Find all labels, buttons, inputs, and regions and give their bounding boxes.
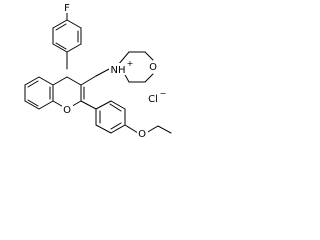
fluorine-atom-label: F xyxy=(64,3,70,14)
morpholine-oxygen-label: O xyxy=(149,62,157,73)
fluorophenyl-ring xyxy=(52,19,82,53)
ether-oxygen-label: O xyxy=(138,129,146,140)
chloride-ion-label: Cl xyxy=(148,94,158,105)
aryl-c2-bond xyxy=(80,100,97,110)
ring-oxygen-atom-label: O xyxy=(63,105,71,116)
chemical-structure: F O NH + O O Cl − xyxy=(24,2,172,140)
methylene-linker-bond xyxy=(80,75,97,86)
aryl-o-bond xyxy=(124,124,139,134)
morpholine-ring xyxy=(117,51,154,83)
ethyl-bond xyxy=(157,125,172,134)
morpholine-nitrogen-label: NH xyxy=(111,65,126,76)
nitrogen-charge-label: + xyxy=(127,59,134,68)
methylene-n-bond xyxy=(95,67,112,77)
ethoxyphenyl-ring xyxy=(95,100,126,134)
benzo-ring xyxy=(24,76,54,110)
chloride-charge-label: − xyxy=(160,89,167,98)
